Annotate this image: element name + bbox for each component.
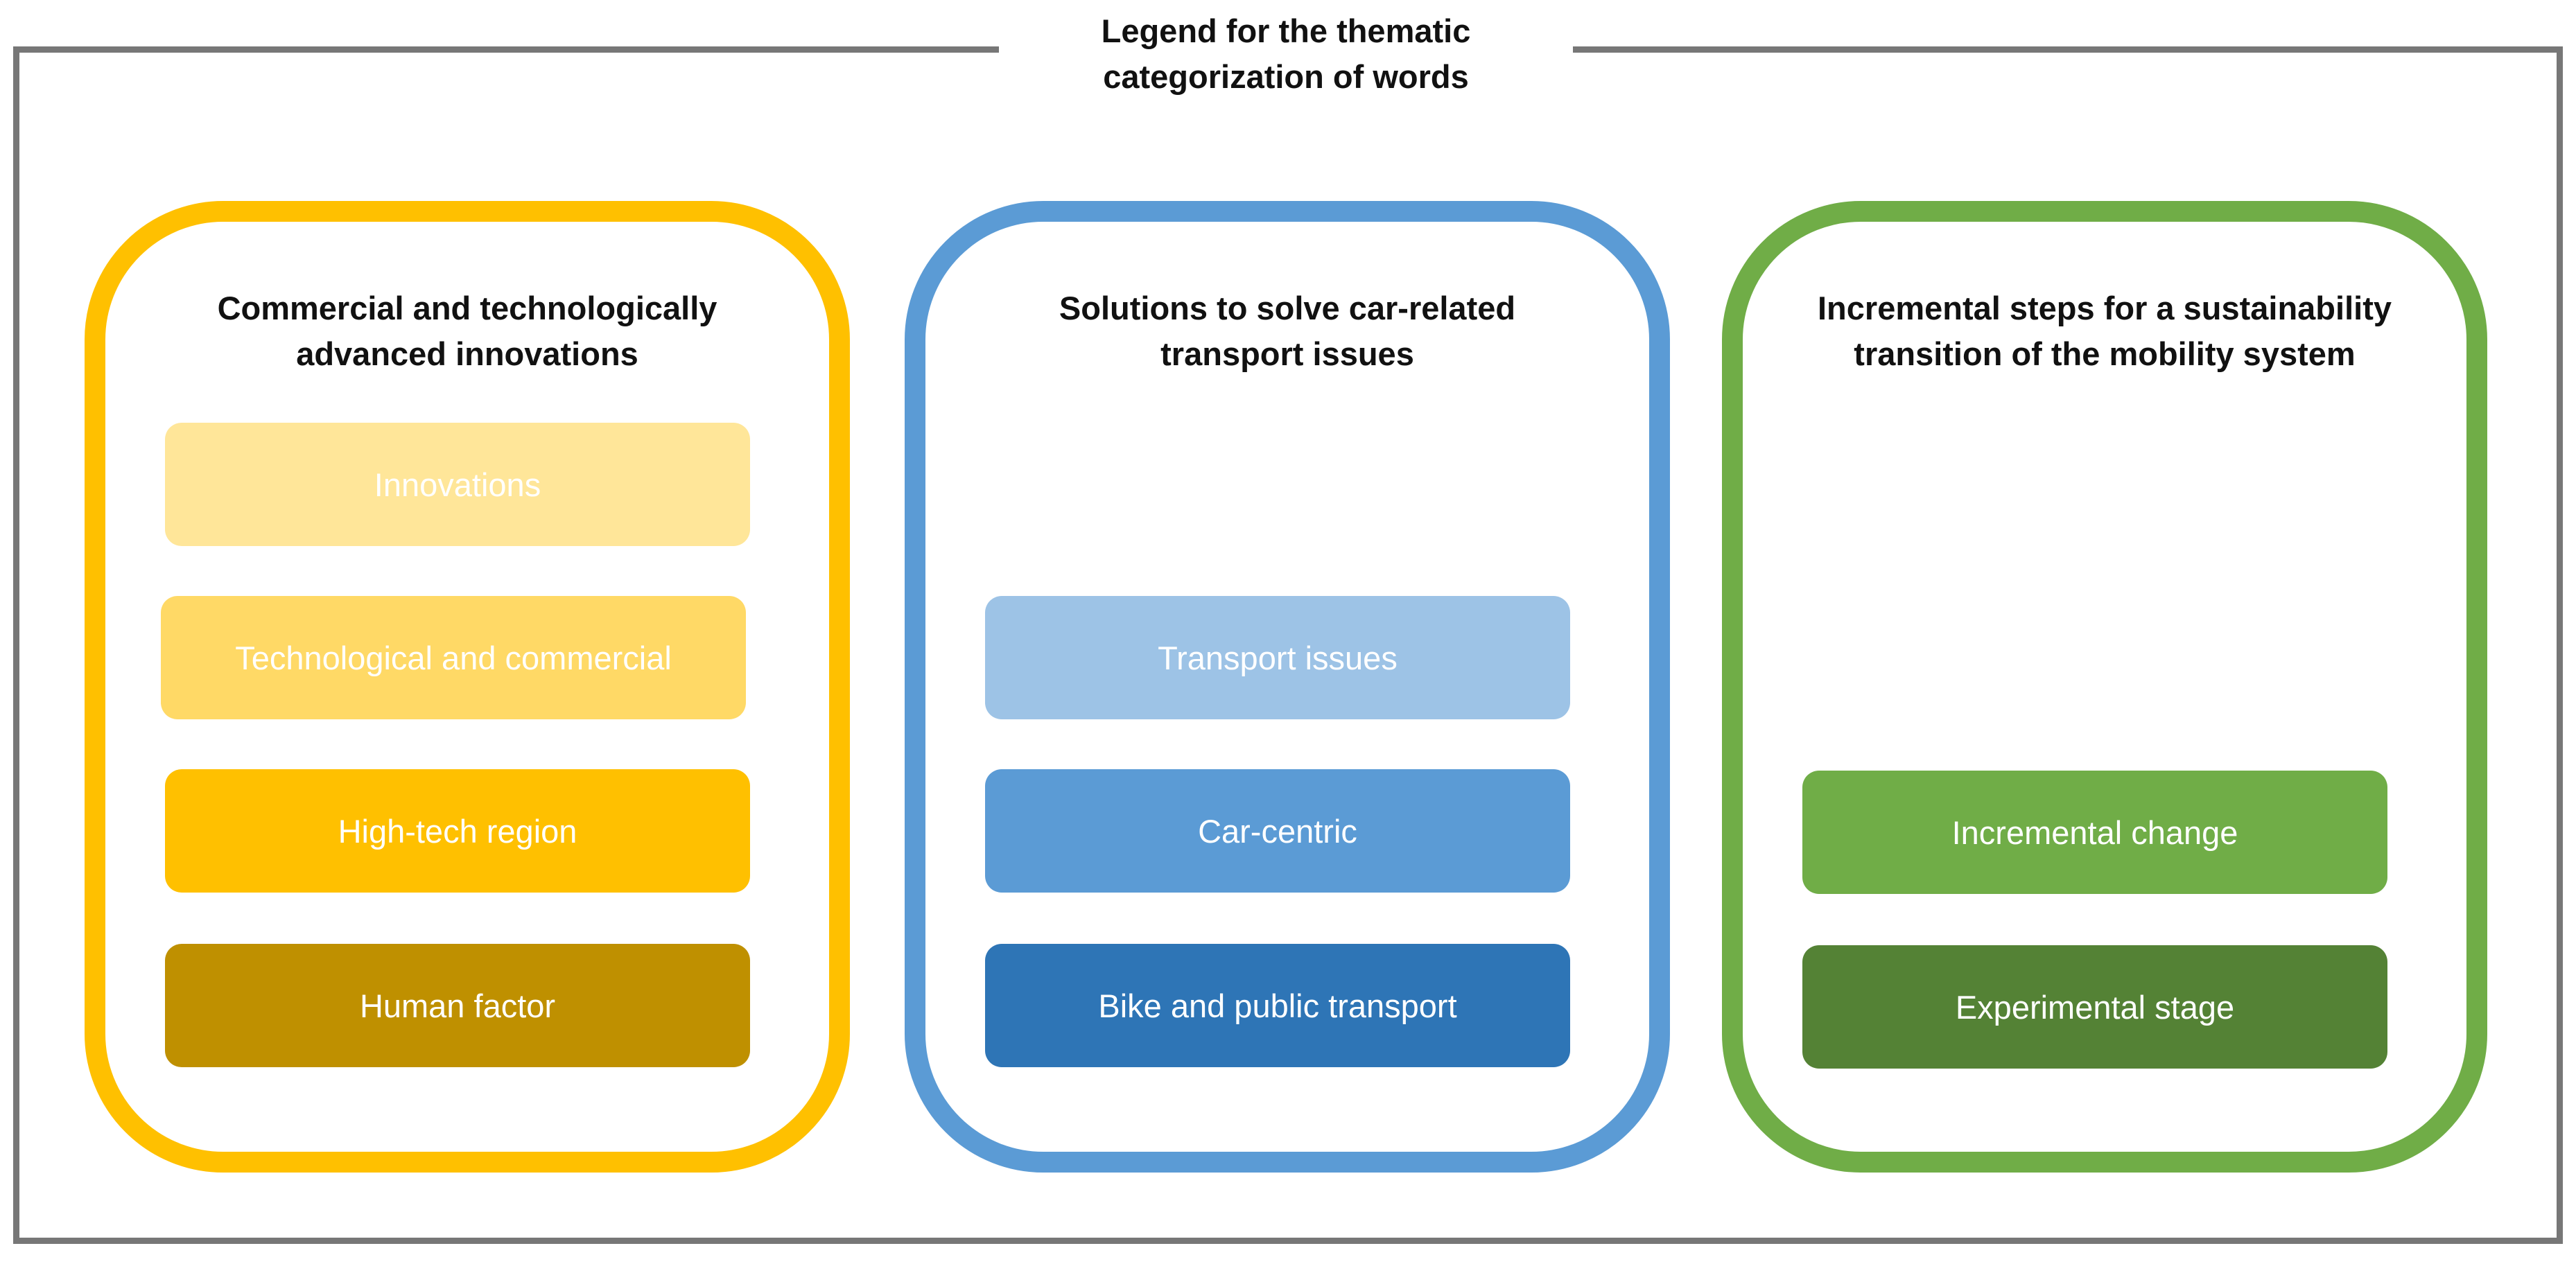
group-title-line2: transition of the mobility system bbox=[1854, 335, 2356, 372]
category-technological-commercial: Technological and commercial bbox=[161, 596, 746, 719]
group-title-line1: Incremental steps for a sustainability bbox=[1818, 290, 2392, 326]
legend-title-line2: categorization of words bbox=[1103, 58, 1469, 95]
category-car-centric: Car-centric bbox=[985, 769, 1570, 893]
category-incremental-change: Incremental change bbox=[1802, 771, 2387, 894]
group-car-related-solutions: Solutions to solve car-related transport… bbox=[905, 201, 1670, 1173]
group-title-line2: transport issues bbox=[1160, 335, 1414, 372]
group-commercial-innovations: Commercial and technologically advanced … bbox=[85, 201, 850, 1173]
group-title-line1: Commercial and technologically bbox=[217, 290, 717, 326]
group-title: Commercial and technologically advanced … bbox=[105, 286, 829, 377]
group-incremental-steps: Incremental steps for a sustainability t… bbox=[1722, 201, 2487, 1173]
category-human-factor: Human factor bbox=[165, 944, 750, 1067]
group-title: Incremental steps for a sustainability t… bbox=[1743, 286, 2466, 377]
category-bike-public-transport: Bike and public transport bbox=[985, 944, 1570, 1067]
category-experimental-stage: Experimental stage bbox=[1802, 945, 2387, 1069]
group-title-line1: Solutions to solve car-related bbox=[1059, 290, 1516, 326]
category-innovations: Innovations bbox=[165, 423, 750, 546]
category-high-tech-region: High-tech region bbox=[165, 769, 750, 893]
legend-title: Legend for the thematic categorization o… bbox=[999, 6, 1573, 103]
group-title-line2: advanced innovations bbox=[296, 335, 638, 372]
category-transport-issues: Transport issues bbox=[985, 596, 1570, 719]
legend-title-line1: Legend for the thematic bbox=[1101, 12, 1471, 49]
group-title: Solutions to solve car-related transport… bbox=[925, 286, 1649, 377]
